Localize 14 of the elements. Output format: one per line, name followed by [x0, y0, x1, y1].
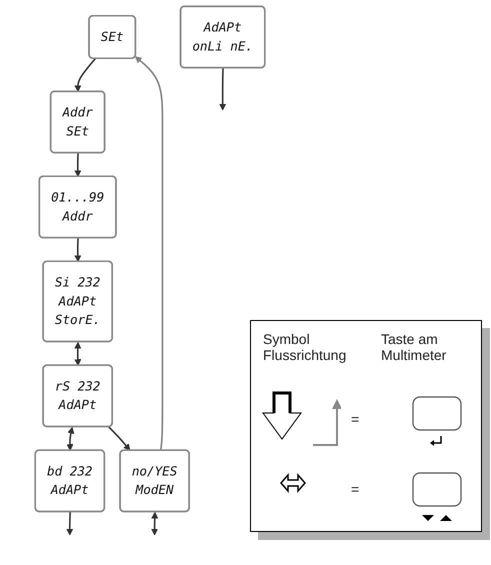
equals-sign: =	[351, 411, 360, 427]
arrow	[74, 153, 82, 177]
arrow	[108, 426, 130, 451]
column-heading: Taste am Multimeter	[381, 331, 448, 363]
column-heading: Symbol Flussrichtung	[263, 331, 348, 363]
arrow	[74, 238, 82, 262]
arrow	[66, 426, 74, 451]
equals-sign: =	[351, 481, 360, 497]
arrow	[66, 512, 74, 536]
arrow	[74, 342, 82, 366]
arrow	[134, 56, 164, 451]
arrow	[219, 68, 226, 110]
arrow	[151, 512, 158, 536]
arrow	[74, 58, 96, 92]
